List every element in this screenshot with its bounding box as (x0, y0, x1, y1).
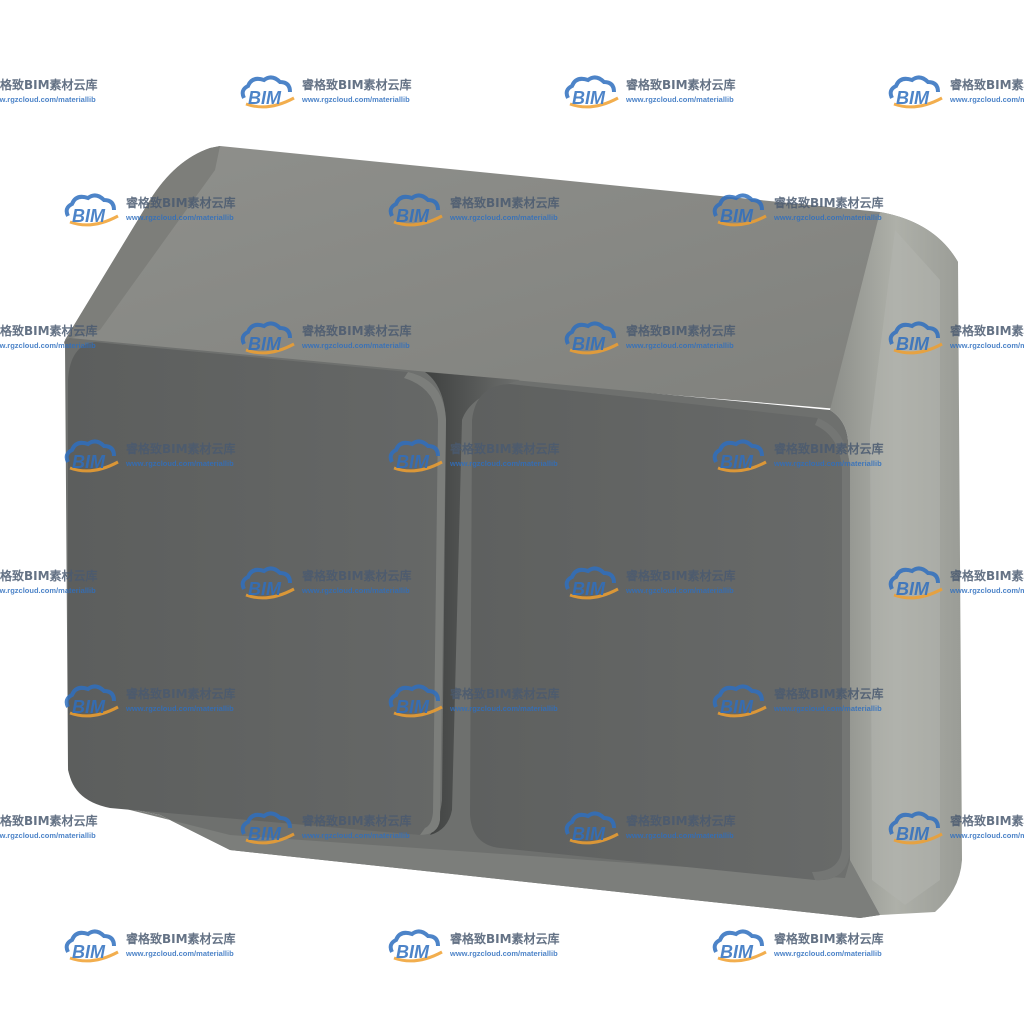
right-panel-edge (812, 418, 850, 881)
bottom-chamfer (110, 805, 880, 918)
left-panel (68, 342, 446, 835)
left-panel-edge (404, 372, 446, 835)
top-left-edge (65, 146, 220, 340)
center-groove (425, 372, 520, 835)
right-panel (470, 384, 850, 881)
